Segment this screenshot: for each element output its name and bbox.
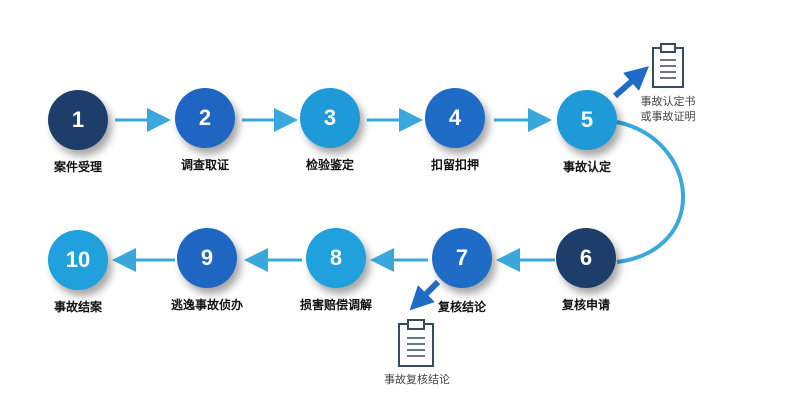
doc-label-line2: 或事故证明 <box>640 110 696 123</box>
step-2-label: 调查取证 <box>180 158 229 172</box>
step-1-label: 案件受理 <box>53 160 102 174</box>
doc-label-accident-certificate: 事故认定书 或事故证明 <box>618 94 718 124</box>
step-4-label: 扣留扣押 <box>430 158 479 172</box>
arrow-7-doc <box>409 279 441 311</box>
step-9-label: 逃逸事故侦办 <box>170 298 243 312</box>
step-8-label: 损害赔偿调解 <box>299 298 372 312</box>
step-7-circle: 7 <box>432 228 492 288</box>
step-10-circle: 10 <box>48 230 108 290</box>
step-7-label: 复核结论 <box>437 300 486 314</box>
step-2-circle: 2 <box>175 88 235 148</box>
step-10-label: 事故结案 <box>53 300 102 314</box>
step-3-label: 检验鉴定 <box>305 158 354 172</box>
arrow-5-doc <box>613 66 650 99</box>
doc-label-review-conclusion: 事故复核结论 <box>384 373 450 386</box>
step-9-circle: 9 <box>177 228 237 288</box>
step-6-label: 复核申请 <box>561 298 610 312</box>
step-5-circle: 5 <box>557 90 617 150</box>
clipboard-icon <box>652 43 684 88</box>
step-6-circle: 6 <box>556 228 616 288</box>
step-5-label: 事故认定 <box>562 160 611 174</box>
step-1-circle: 1 <box>48 90 108 150</box>
arrow-5-6 <box>616 120 685 264</box>
step-4-circle: 4 <box>425 88 485 148</box>
doc-label-line1: 事故认定书 <box>640 95 696 108</box>
clipboard-icon <box>398 319 434 367</box>
step-3-circle: 3 <box>300 88 360 148</box>
step-8-circle: 8 <box>306 228 366 288</box>
